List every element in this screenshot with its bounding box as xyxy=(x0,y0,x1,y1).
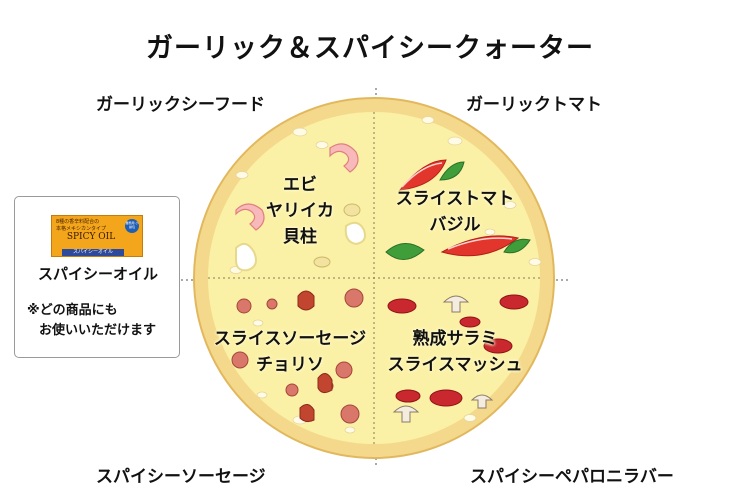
package-brand: SPICY OIL xyxy=(66,232,116,242)
garlic-bits xyxy=(229,116,542,434)
topping-label: スライスソーセージ xyxy=(213,329,367,349)
toppings-garlic-seafood: エビ ヤリイカ 貝柱 xyxy=(250,172,350,250)
shrimp-topping xyxy=(235,143,359,231)
mushroom-topping xyxy=(392,295,494,423)
quadrant-heading-garlic-seafood: ガーリックシーフード xyxy=(96,95,265,115)
salami-topping xyxy=(387,294,529,407)
topping-label: チョリソ xyxy=(256,355,324,375)
note-line: お使いいただけます xyxy=(39,323,157,338)
topping-label: バジル xyxy=(429,215,481,235)
squid-topping xyxy=(235,221,366,272)
package-text: 本格メキシカンタイプ xyxy=(56,226,107,232)
spicy-oil-name: スパイシーオイル xyxy=(37,265,158,283)
quadrant-heading-garlic-tomato: ガーリックトマト xyxy=(466,95,602,115)
sausage-topping xyxy=(231,288,364,424)
note-line: ※どの商品にも xyxy=(27,303,118,318)
topping-label: 貝柱 xyxy=(283,227,317,247)
toppings-spicy-sausage: スライスソーセージ チョリソ xyxy=(200,326,380,378)
quadrant-heading-spicy-pepperoni: スパイシーペパロニラバー xyxy=(470,467,674,487)
spicy-oil-card: 8種の香辛料配合の 本格メキシカンタイプ SPICY OIL スパイシーオイル … xyxy=(14,196,180,358)
spicy-oil-package-image: 8種の香辛料配合の 本格メキシカンタイプ SPICY OIL スパイシーオイル … xyxy=(51,215,143,257)
spicy-oil-note: ※どの商品にも お使いいただけます xyxy=(27,301,156,341)
toppings-garlic-tomato: スライストマト バジル xyxy=(380,186,530,238)
chorizo-topping xyxy=(297,290,333,423)
topping-label: 熟成サラミ xyxy=(412,329,498,349)
package-badge: 業務用 小袋包 xyxy=(125,219,139,233)
topping-label: スライストマト xyxy=(395,189,515,209)
topping-label: ヤリイカ xyxy=(266,201,334,221)
quadrant-heading-spicy-sausage: スパイシーソーセージ xyxy=(96,467,266,487)
basil-topping xyxy=(385,161,531,260)
tomato-topping xyxy=(398,159,520,257)
package-ribbon: スパイシーオイル xyxy=(62,249,124,256)
toppings-spicy-pepperoni: 熟成サラミ スライスマッシュ xyxy=(380,326,530,378)
package-text: 8種の香辛料配合の xyxy=(56,219,100,225)
topping-label: エビ xyxy=(283,175,317,195)
page-title: ガーリック＆スパイシークォーター xyxy=(146,33,594,64)
topping-label: スライスマッシュ xyxy=(387,355,523,375)
scallop-topping xyxy=(313,203,361,268)
